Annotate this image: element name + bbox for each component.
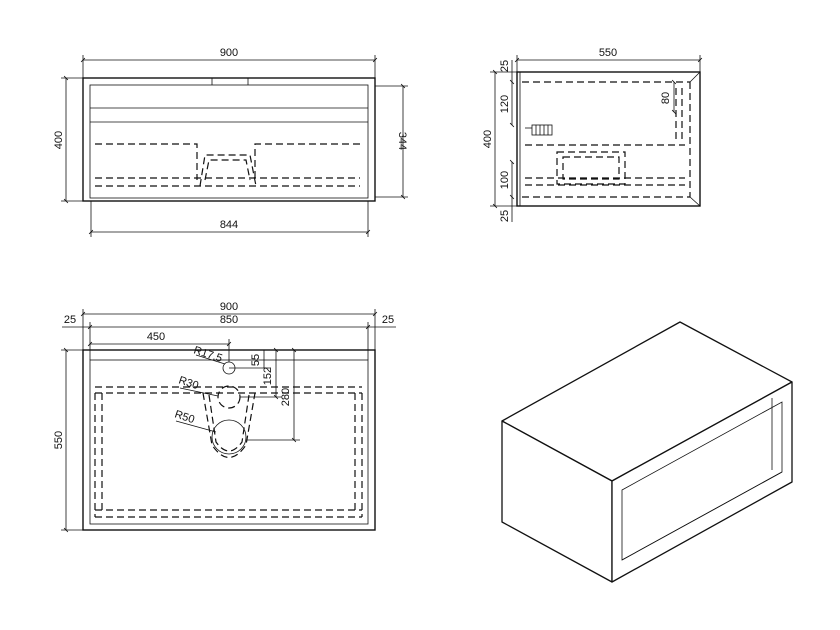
- top-outer-frame: [82, 349, 376, 531]
- top-upper-cutout-offset-label: 152: [262, 367, 274, 385]
- side-corner-bottom: [689, 196, 701, 207]
- top-upper-cutout: [217, 385, 241, 409]
- top-lower-cutout-offset-label: 280: [280, 388, 292, 406]
- top-inner-frame: [89, 359, 369, 525]
- front-hidden-right: [254, 143, 360, 180]
- top-trap-outline: [202, 392, 256, 459]
- side-outer-frame: [516, 71, 701, 207]
- front-hidden-basin-inner: [204, 159, 251, 181]
- side-bottom-thickness-label: 25: [499, 210, 511, 222]
- side-upper-offset-label: 120: [499, 95, 511, 113]
- side-hidden-basin: [556, 151, 626, 185]
- front-inner-frame: [89, 84, 369, 199]
- front-inner-width-label: 844: [220, 219, 238, 231]
- side-depth-label: 550: [599, 47, 617, 59]
- top-right-margin-label: 25: [382, 314, 394, 326]
- top-upper-radius-leader: [179, 387, 219, 397]
- side-bracket-body: [531, 124, 553, 136]
- iso-front-face: [611, 381, 793, 583]
- front-height-label: 400: [53, 131, 65, 149]
- side-back-offset-label: 80: [660, 92, 672, 104]
- top-tap-radius-label: R17.5: [192, 344, 224, 364]
- top-tap-offset-label: 55: [250, 354, 262, 366]
- top-inner-width-label: 850: [220, 314, 238, 326]
- top-tap-radius-leader: [195, 354, 226, 365]
- top-center-offset-label: 450: [147, 331, 165, 343]
- isometric-view: [501, 321, 793, 583]
- top-width-label: 900: [220, 301, 238, 313]
- top-lower-radius-leader: [175, 420, 217, 433]
- front-outer-frame: [82, 77, 376, 202]
- top-lower-cutout: [211, 419, 247, 455]
- side-top-thickness-label: 25: [499, 60, 511, 72]
- front-hidden-basin: [199, 154, 257, 187]
- side-height-label: 400: [482, 130, 494, 148]
- top-lower-radius-label: R50: [173, 408, 196, 426]
- front-width-label: 900: [220, 47, 238, 59]
- top-view: 900 850 25 25 450 550 R17.5 R30 R50 55 1…: [53, 301, 396, 533]
- front-hidden-left: [95, 143, 198, 180]
- side-corner-top: [689, 71, 701, 83]
- side-bracket: [525, 124, 553, 136]
- top-left-margin-label: 25: [64, 314, 76, 326]
- front-inner-height-label: 344: [396, 132, 408, 150]
- top-depth-label: 550: [53, 431, 65, 449]
- top-trap-outline-inner: [208, 394, 250, 452]
- iso-drawer-edge: [621, 471, 783, 561]
- top-upper-radius-label: R30: [177, 374, 200, 392]
- side-view: 550 400 25 120 100 25 80: [482, 47, 703, 222]
- front-view: 900 400 344 844: [53, 47, 408, 237]
- side-hidden-basin-inner: [562, 156, 620, 180]
- side-lower-offset-label: 100: [499, 171, 511, 189]
